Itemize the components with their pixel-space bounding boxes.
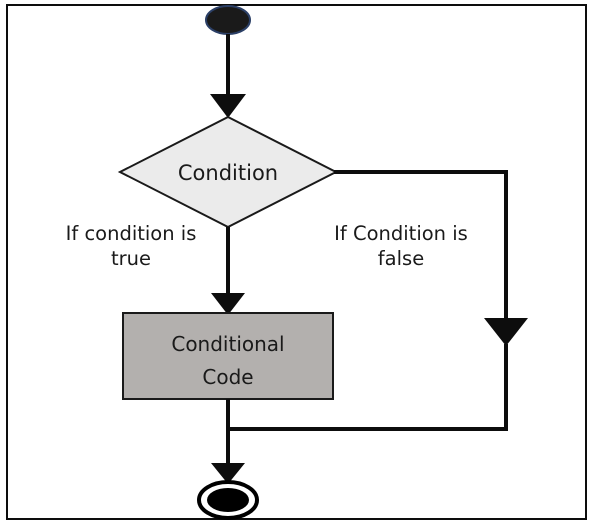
start-node-initial-state[interactable]: [205, 5, 251, 35]
diagram-frame-border: [6, 4, 587, 520]
action-node-conditional-code-label-line1: Conditional: [171, 332, 284, 356]
decision-node-condition-label: Condition: [178, 161, 278, 185]
edge-code-to-end-arrowhead: [211, 463, 245, 484]
action-node-conditional-code-shape[interactable]: [122, 312, 334, 400]
edge-false-branch-arrowhead: [484, 318, 528, 346]
edge-true-branch-arrowhead: [211, 293, 245, 315]
edge-start-to-condition-arrowhead: [210, 94, 246, 118]
end-node-final-state-inner-dot: [207, 488, 249, 512]
action-node-conditional-code-label-line2: Code: [202, 365, 253, 389]
